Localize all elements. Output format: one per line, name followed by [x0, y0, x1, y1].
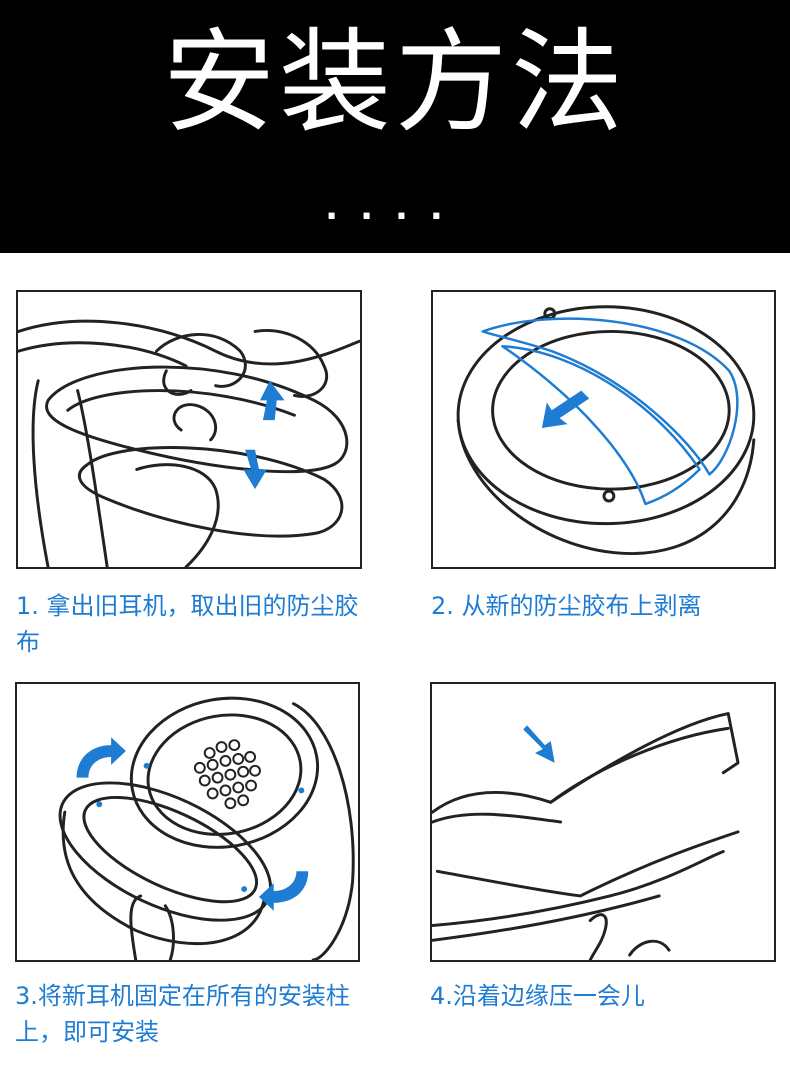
page-title: 安装方法	[163, 18, 627, 148]
peel-film-drawing	[456, 305, 756, 555]
step-3-caption: 3.将新耳机固定在所有的安装柱上，即可安装	[15, 982, 350, 1046]
step-4-illustration	[430, 682, 776, 962]
step-1-illustration	[16, 290, 362, 569]
header-dots: ....	[325, 188, 465, 228]
step-3-illustration	[15, 682, 360, 962]
remove-old-pad-drawing	[18, 319, 360, 567]
step-2-illustration	[431, 290, 776, 569]
step-4-caption: 4.沿着边缘压一会儿	[430, 982, 645, 1010]
step-1-caption: 1. 拿出旧耳机，取出旧的防尘胶布	[16, 592, 359, 656]
press-edge-drawing	[432, 712, 740, 960]
mount-pad-drawing	[58, 696, 355, 960]
header-banner: 安装方法 ....	[0, 0, 790, 253]
step-2-caption: 2. 从新的防尘胶布上剥离	[431, 592, 702, 620]
